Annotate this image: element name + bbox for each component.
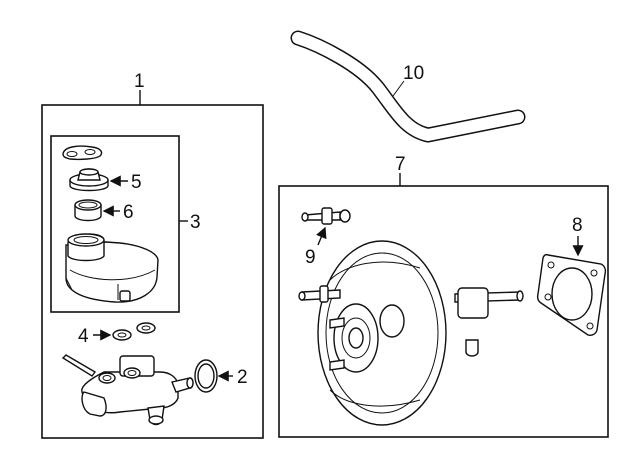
check-valve[interactable] (301, 207, 351, 225)
booster-gasket[interactable] (536, 253, 607, 336)
master-cylinder[interactable] (81, 355, 194, 426)
reservoir-tank[interactable] (65, 233, 159, 303)
reservoir-cap[interactable] (69, 168, 109, 192)
master-cylinder-box (41, 104, 264, 439)
callout-8: 8 (572, 215, 583, 236)
master-cylinder-group (41, 90, 264, 439)
brake-booster-box (278, 185, 609, 438)
callout-10: 10 (403, 63, 424, 84)
brake-booster[interactable] (298, 240, 524, 426)
callout-7: 7 (395, 154, 406, 175)
reservoir-grommets[interactable] (112, 322, 156, 341)
callout-5: 5 (131, 172, 142, 193)
callout-1: 1 (134, 71, 145, 92)
reservoir-strainer[interactable] (74, 199, 102, 222)
callout-9: 9 (305, 247, 316, 268)
vacuum-hose[interactable] (290, 30, 526, 143)
callout-2: 2 (237, 367, 248, 388)
o-ring[interactable] (194, 359, 218, 393)
reservoir-gasket[interactable] (62, 145, 103, 161)
spring-pin[interactable] (61, 354, 97, 377)
callout-6: 6 (123, 202, 134, 223)
callout-3: 3 (190, 212, 201, 233)
callout-4: 4 (78, 326, 89, 347)
reservoir-box (50, 135, 180, 313)
